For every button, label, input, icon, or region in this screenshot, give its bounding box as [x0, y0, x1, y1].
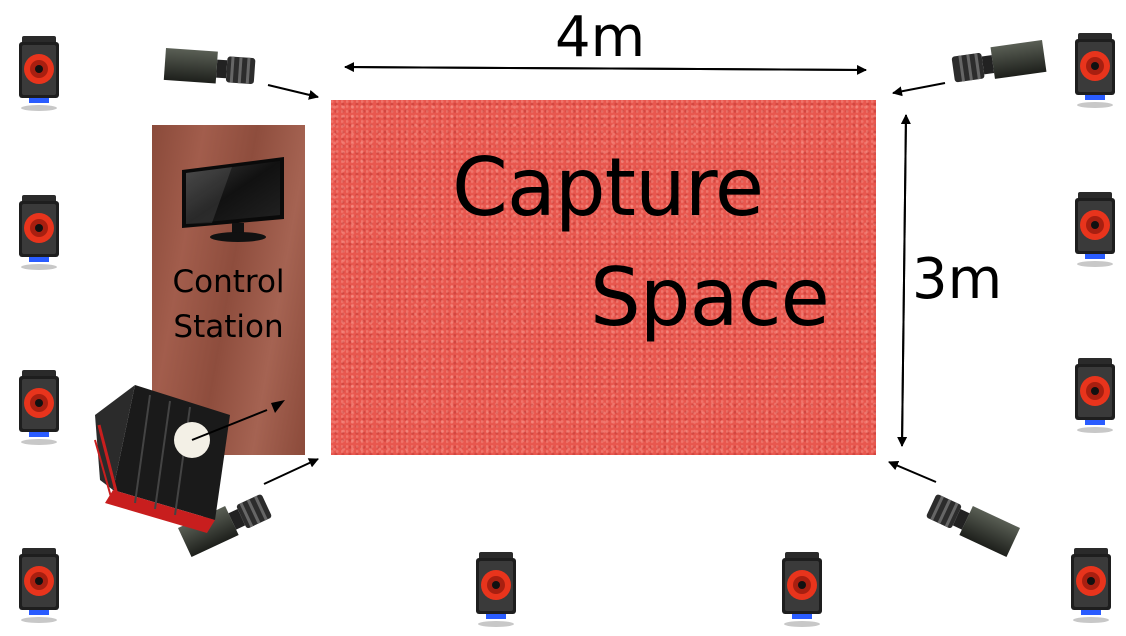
motion-capture-marker-icon: [1071, 548, 1111, 623]
control-label-line1: Control: [172, 264, 285, 300]
capture-space-area: [331, 100, 876, 455]
motion-capture-marker-icon: [19, 548, 59, 623]
camera-icon-top-left: [163, 48, 256, 85]
width-dimension-label: 4m: [555, 5, 646, 70]
depth-dimension-label: 3m: [912, 247, 1003, 312]
camera-icon-bottom-left: [178, 494, 272, 558]
motion-capture-marker-icon: [1075, 358, 1115, 433]
motion-capture-marker-icon: [19, 195, 59, 270]
width-dimension-arrow: [344, 62, 867, 75]
monitor-icon: [182, 157, 284, 242]
motion-capture-marker-icon: [19, 36, 59, 111]
camera-icon-bottom-right: [926, 494, 1020, 558]
capture-space-title-line1: Capture: [452, 141, 764, 234]
motion-capture-marker-icon: [19, 370, 59, 445]
motion-capture-marker-icon: [1075, 33, 1115, 108]
depth-sensor-icon: [94, 385, 285, 533]
motion-capture-marker-icon: [476, 552, 516, 627]
capture-space-title-line2: Space: [590, 251, 830, 344]
depth-dimension-arrow: [897, 114, 911, 447]
motion-capture-marker-icon: [782, 552, 822, 627]
camera-icon-top-right: [951, 40, 1047, 83]
camera-arrow-bottom-left: [263, 458, 319, 485]
camera-arrow-top-left: [267, 84, 319, 100]
control-label-line2: Station: [173, 309, 284, 345]
camera-arrow-bottom-right: [888, 460, 937, 483]
camera-arrow-top-right: [892, 82, 946, 97]
motion-capture-marker-icon: [1075, 192, 1115, 267]
